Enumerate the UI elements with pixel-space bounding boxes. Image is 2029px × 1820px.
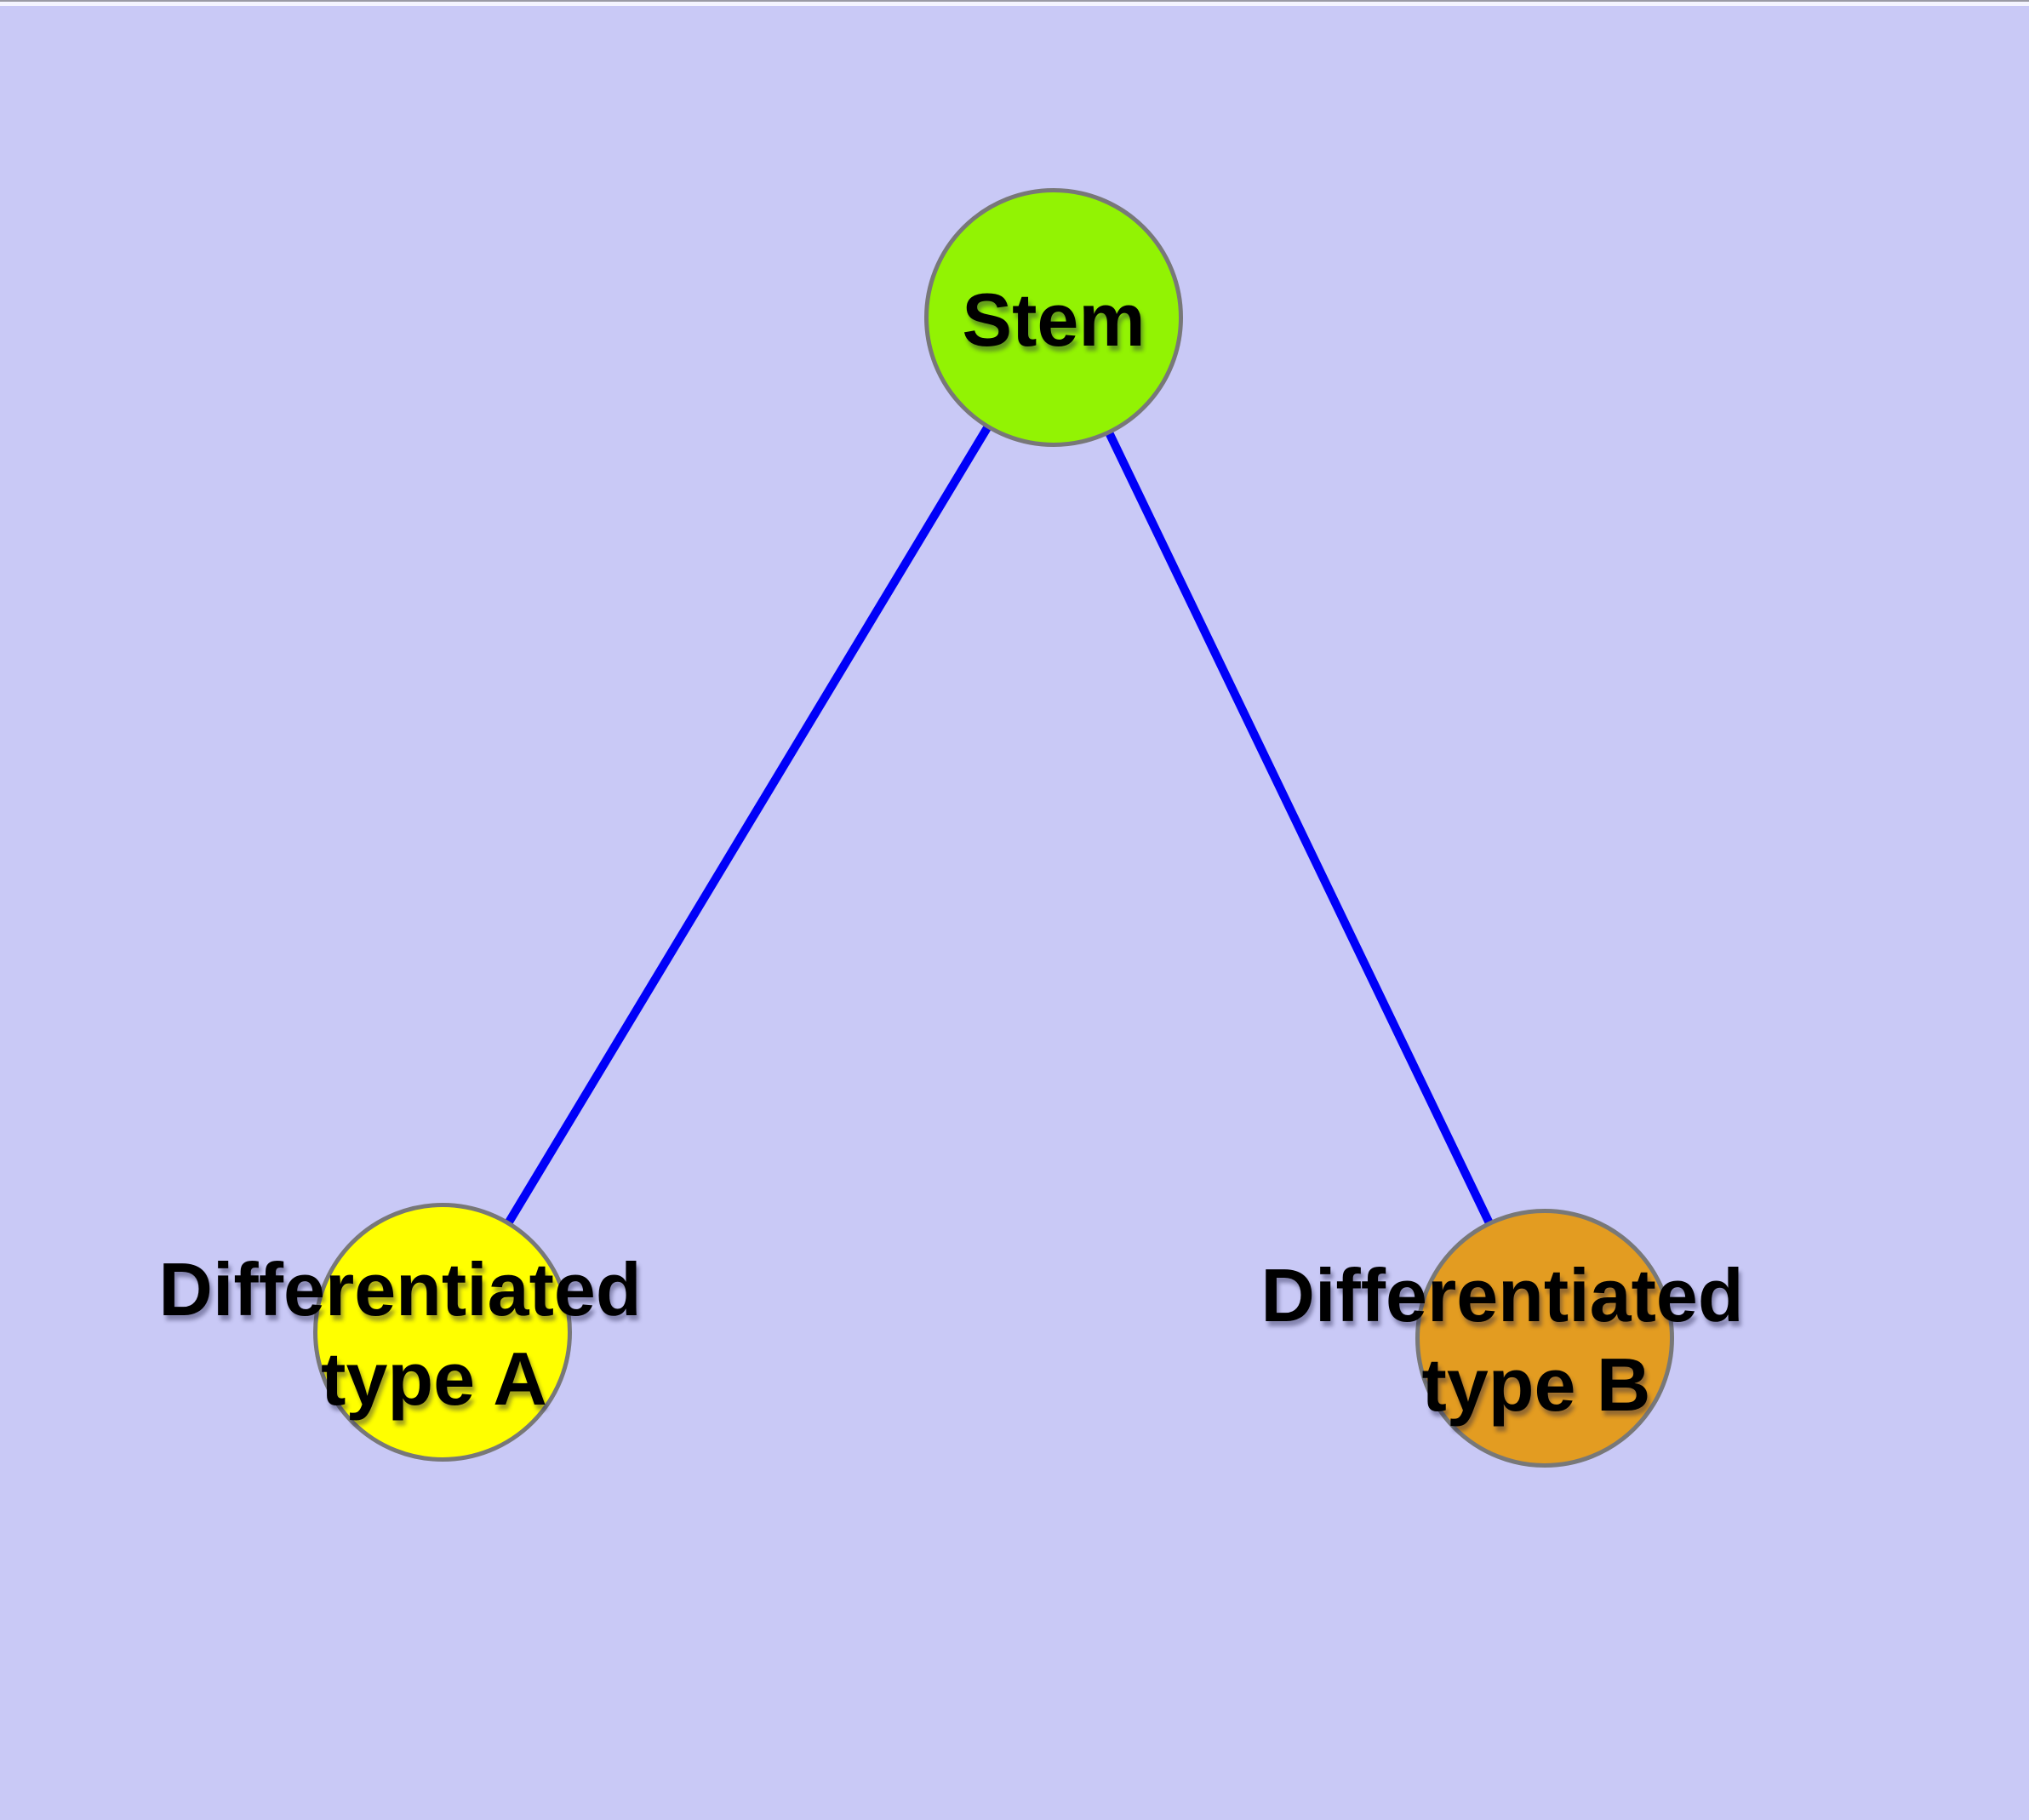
edge-stem-to-type-a — [438, 315, 1058, 1335]
type-b-node-label-line2: type B — [1421, 1342, 1651, 1427]
type-b-node-label-line1: Differentiated — [1260, 1253, 1744, 1337]
stem-node-circle — [924, 188, 1183, 447]
type-a-node-label-line2: type A — [321, 1336, 547, 1421]
edge-stem-to-type-b — [1049, 315, 1549, 1341]
stem-node-label: Stem — [962, 278, 1146, 362]
type-a-node-circle — [313, 1203, 572, 1462]
type-b-node-circle — [1415, 1209, 1674, 1468]
type-a-node-label-line1: Differentiated — [158, 1247, 642, 1331]
top-edge-strip — [0, 0, 2029, 6]
